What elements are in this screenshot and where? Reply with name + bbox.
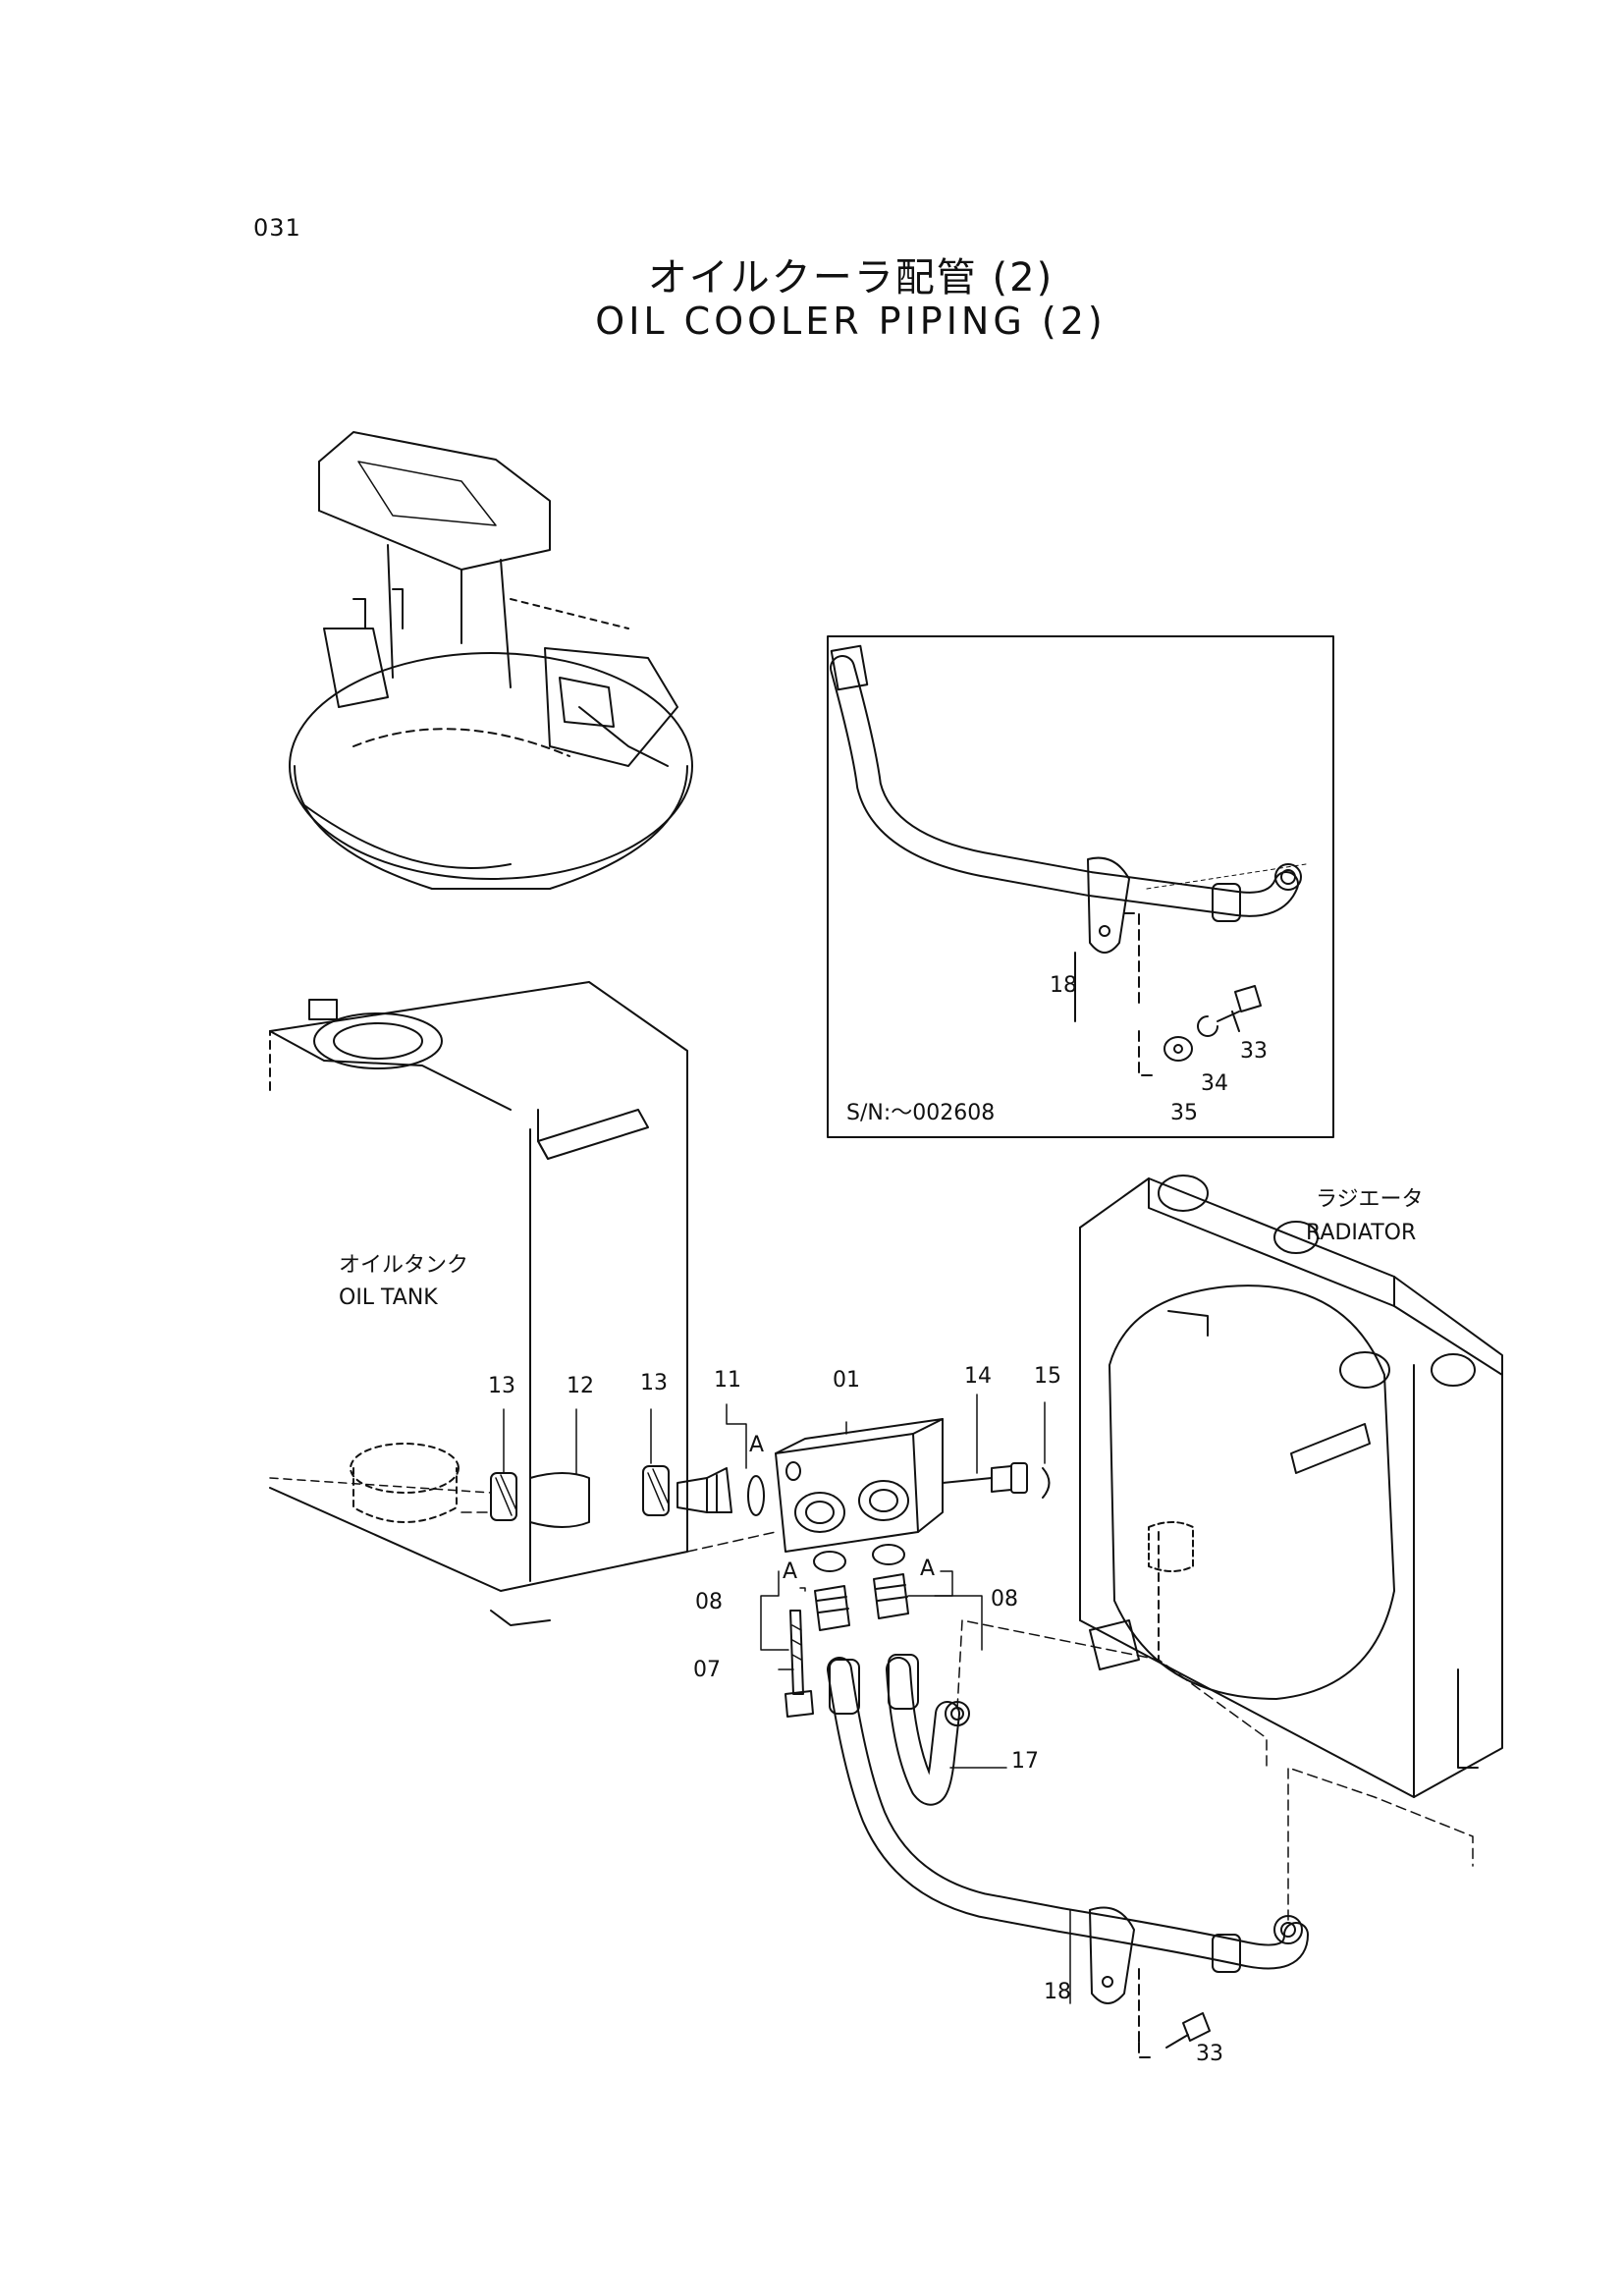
piping-assembly xyxy=(490,1418,1309,2058)
section-a-label-left: A xyxy=(783,1559,797,1584)
inset-serial-label: S/N:～002608 xyxy=(846,1101,995,1125)
oil-tank-label-jp: オイルタンク xyxy=(339,1253,468,1278)
callout-07: 07 xyxy=(693,1658,721,1682)
leader-lines xyxy=(269,1394,1474,2004)
callout-34-inset: 34 xyxy=(1201,1071,1228,1096)
oil-tank-label-en: OIL TANK xyxy=(339,1285,438,1310)
section-a-label-top: A xyxy=(749,1433,764,1457)
callout-14: 14 xyxy=(964,1364,992,1389)
callout-33-main: 33 xyxy=(1196,2042,1223,2066)
section-a-label-right: A xyxy=(920,1557,935,1581)
radiator-illustration xyxy=(1079,1175,1503,1798)
callout-18-inset: 18 xyxy=(1050,973,1077,998)
callout-08-left: 08 xyxy=(695,1590,723,1614)
machine-overview-illustration xyxy=(289,431,693,890)
radiator-label-en: RADIATOR xyxy=(1306,1221,1416,1245)
oil-tank-illustration xyxy=(269,981,688,1626)
title-japanese: オイルクーラ配管 (2) xyxy=(647,255,1055,301)
callout-12: 12 xyxy=(567,1374,594,1398)
callout-33-inset: 33 xyxy=(1240,1039,1268,1064)
callout-35-inset: 35 xyxy=(1170,1101,1198,1125)
callout-11: 11 xyxy=(714,1368,741,1393)
inset-detail-box xyxy=(827,635,1334,1138)
callout-17: 17 xyxy=(1011,1749,1039,1774)
radiator-label-jp: ラジエータ xyxy=(1316,1187,1424,1212)
callout-18-main: 18 xyxy=(1044,1980,1071,2004)
callout-13-left: 13 xyxy=(488,1374,515,1398)
callout-13-right: 13 xyxy=(640,1371,668,1395)
callout-15: 15 xyxy=(1034,1364,1061,1389)
title-english: OIL COOLER PIPING (2) xyxy=(595,300,1107,343)
page-number: 031 xyxy=(253,214,301,242)
callout-08-right: 08 xyxy=(991,1587,1018,1612)
callout-01: 01 xyxy=(833,1368,860,1393)
